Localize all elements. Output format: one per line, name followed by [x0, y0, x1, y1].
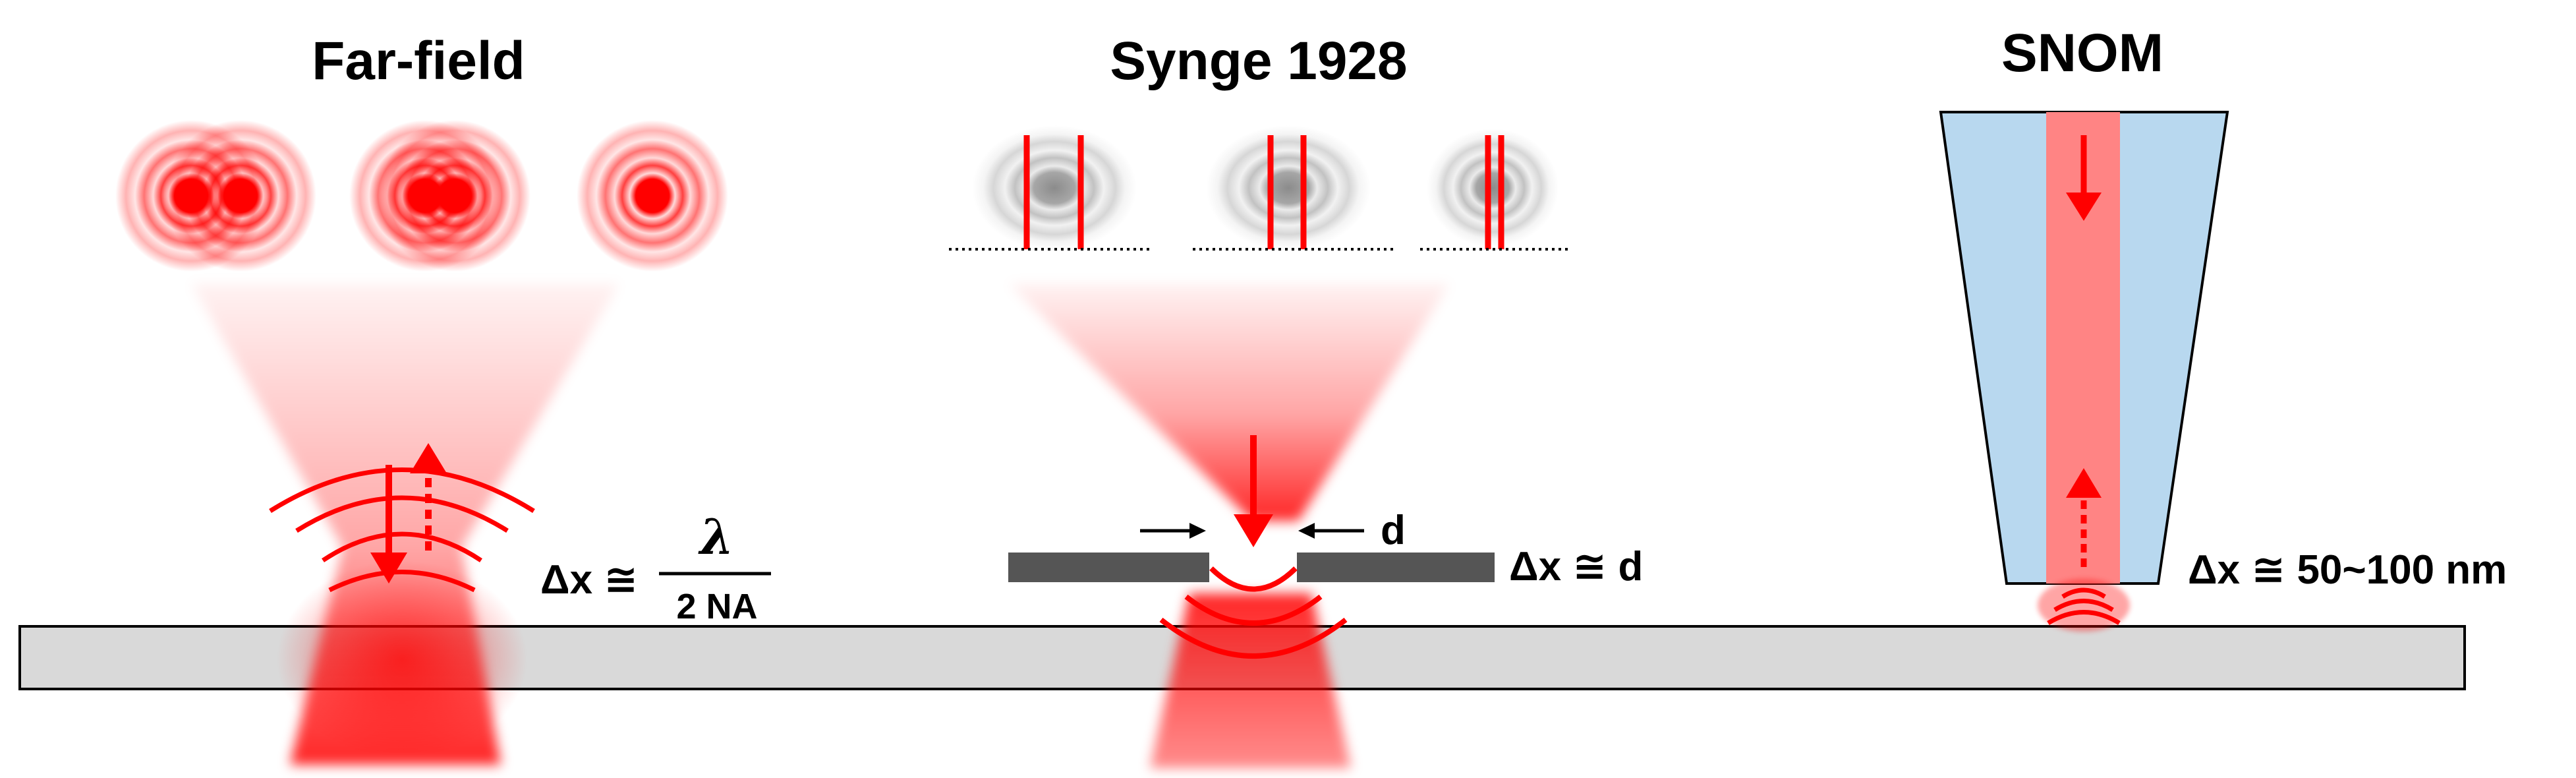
panel-title-far-field: Far-field — [312, 31, 525, 91]
panel-title-synge: Synge 1928 — [1110, 31, 1407, 91]
down-arrow-icon — [2066, 135, 2102, 221]
snom-panel: SNOM Δx ≅ 50~100 nm — [1939, 23, 2507, 632]
up-arrow-icon — [410, 443, 447, 551]
far-field-formula-denominator: 2 NA — [676, 587, 757, 626]
up-arrow-icon — [2066, 468, 2102, 567]
far-field-formula-numerator: λ — [698, 509, 734, 566]
opaque-screen-right — [1297, 553, 1495, 582]
opaque-screen-left — [1008, 553, 1209, 582]
far-field-panel: Far-field — [115, 31, 771, 765]
wavefront-icon — [2047, 587, 2121, 625]
airy-disk-icon — [1193, 125, 1394, 251]
synge-panel: Synge 1928 — [949, 31, 1643, 768]
wavefront-icon — [1159, 566, 1348, 659]
airy-disk-icon — [949, 125, 1150, 251]
snom-formula: Δx ≅ 50~100 nm — [2188, 547, 2507, 593]
synge-beam — [1008, 284, 1450, 521]
aperture-width-indicator — [1140, 523, 1364, 539]
airy-disk-icon — [115, 120, 316, 272]
down-arrow-icon — [1234, 435, 1273, 547]
aperture-label: d — [1381, 508, 1406, 553]
far-field-formula-lhs: Δx ≅ — [540, 557, 638, 603]
airy-disk-icon — [1420, 129, 1572, 251]
airy-disk-icon — [349, 120, 530, 272]
airy-disk-icon — [577, 120, 728, 272]
synge-transmitted-beam — [1150, 593, 1351, 768]
down-arrow-icon — [370, 465, 407, 584]
far-field-beam — [191, 284, 619, 765]
panel-title-snom: SNOM — [2001, 23, 2163, 83]
synge-formula: Δx ≅ d — [1509, 544, 1643, 589]
wavefront-icon — [269, 467, 535, 593]
